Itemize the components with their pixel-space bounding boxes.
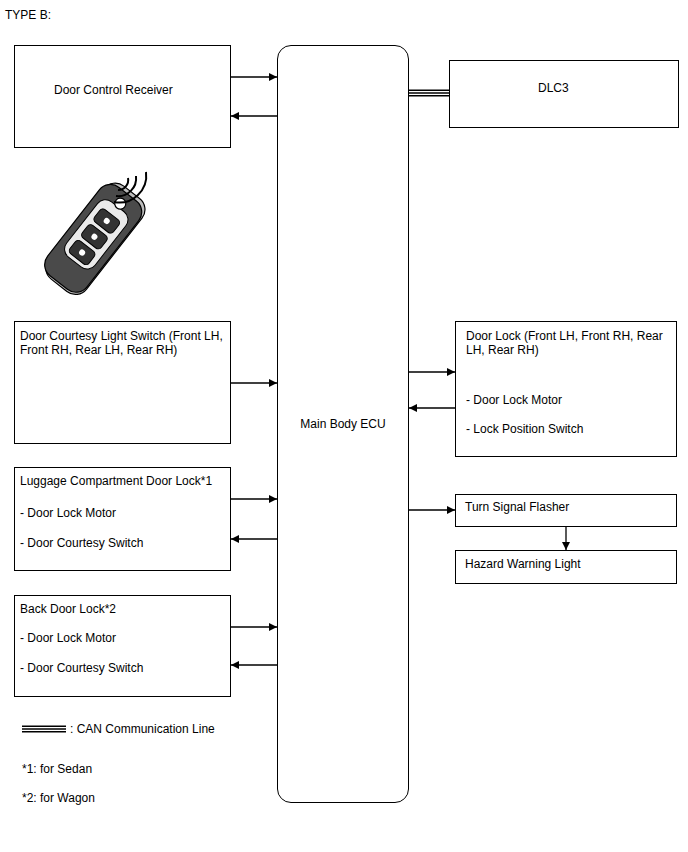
legend-sample-line — [22, 729, 66, 730]
box-title: Door Control Receiver — [54, 83, 224, 97]
switch-box: Door Courtesy Light Switch (Front LH, Fr… — [14, 321, 231, 444]
signal-arrow — [231, 382, 277, 383]
box-title: Hazard Warning Light — [465, 557, 670, 571]
connector-box: DLC3 — [449, 60, 679, 128]
sub-item: - Door Courtesy Switch — [20, 661, 224, 675]
key-fob — [38, 176, 151, 300]
box-title: Door Lock (Front LH, Front RH, Rear LH, … — [466, 329, 670, 357]
signal-arrow — [231, 626, 277, 627]
legend-text: : CAN Communication Line — [70, 722, 215, 736]
sub-item: - Door Lock Motor — [20, 631, 224, 645]
can-communication-line — [409, 92, 449, 93]
door-lock-box: Door Lock (Front LH, Front RH, Rear LH, … — [455, 321, 677, 457]
signal-arrow — [231, 115, 277, 116]
signal-arrow — [231, 538, 277, 539]
signal-waves — [114, 172, 146, 203]
sub-item: - Door Courtesy Switch — [20, 536, 224, 550]
signal-arrow — [409, 509, 455, 510]
signal-arrow — [409, 407, 455, 408]
ecu-box: Main Body ECU — [277, 45, 409, 803]
box-title: Door Courtesy Light Switch (Front LH, Fr… — [20, 329, 224, 357]
footnote: *1: for Sedan — [22, 762, 92, 776]
box-title: DLC3 — [538, 81, 672, 95]
sub-item: - Lock Position Switch — [466, 422, 670, 436]
footnote: *2: for Wagon — [22, 791, 95, 805]
box-title: Main Body ECU — [300, 417, 385, 431]
light-box: Hazard Warning Light — [455, 550, 677, 584]
box-title: Back Door Lock*2 — [20, 602, 224, 616]
flasher-box: Turn Signal Flasher — [455, 494, 677, 527]
door-lock-box: Back Door Lock*2 - Door Lock Motor - Door … — [14, 595, 231, 697]
sub-item: - Door Lock Motor — [20, 506, 224, 520]
signal-arrow — [231, 76, 277, 77]
signal-arrow — [409, 371, 455, 372]
signal-arrow — [231, 498, 277, 499]
box-title: Turn Signal Flasher — [465, 500, 670, 514]
door-lock-box: Luggage Compartment Door Lock*1 - Door Lo… — [14, 467, 231, 571]
box-title: Luggage Compartment Door Lock*1 — [20, 474, 224, 488]
can-line-gap — [409, 91, 449, 95]
signal-arrow — [231, 664, 277, 665]
signal-arrow — [565, 527, 566, 550]
can-line-casing — [409, 90, 449, 97]
diagram-type-label: TYPE B: — [5, 8, 51, 22]
component-box: Door Control Receiver — [14, 45, 231, 148]
sub-item: - Door Lock Motor — [466, 393, 670, 407]
